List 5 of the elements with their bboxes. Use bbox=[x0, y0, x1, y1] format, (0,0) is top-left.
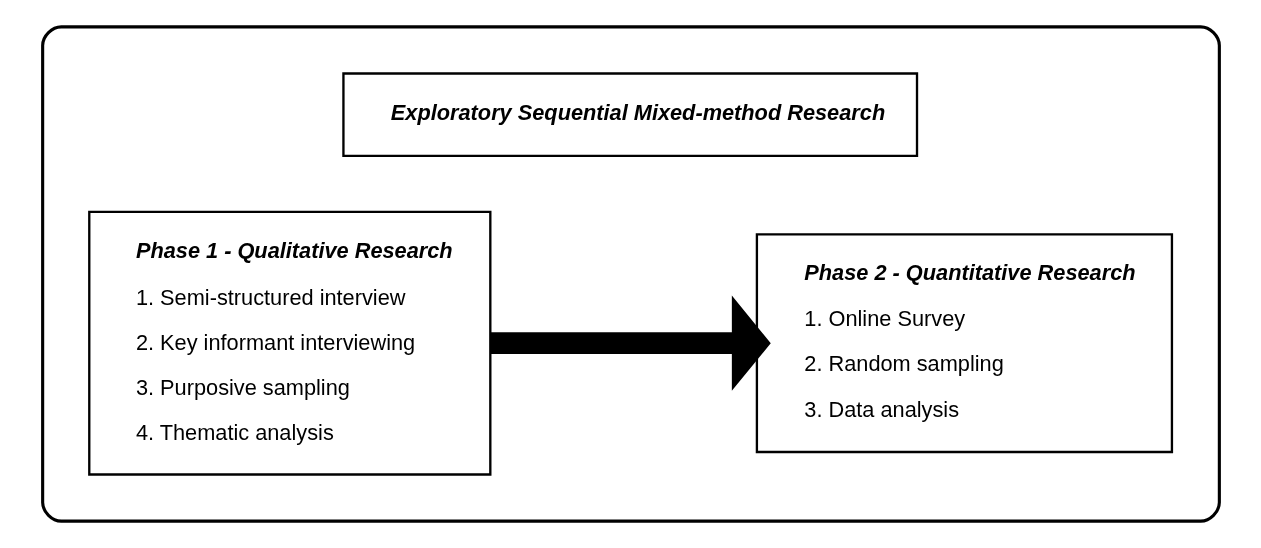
node-box: Phase 2 - Quantitative Research 1. Online Survey 2. Random sampling 3. Data analysis bbox=[755, 233, 1173, 454]
cluster bbox=[40, 25, 1221, 523]
node-box: Exploratory Sequential Mixed-method Research bbox=[341, 72, 918, 158]
arrow bbox=[490, 295, 771, 391]
node-box: Phase 1 - Qualitative Research 1. Semi-structured interview 2. Key informant interviewing 3. Purposive sampling 4. Thematic analysis bbox=[87, 210, 491, 476]
